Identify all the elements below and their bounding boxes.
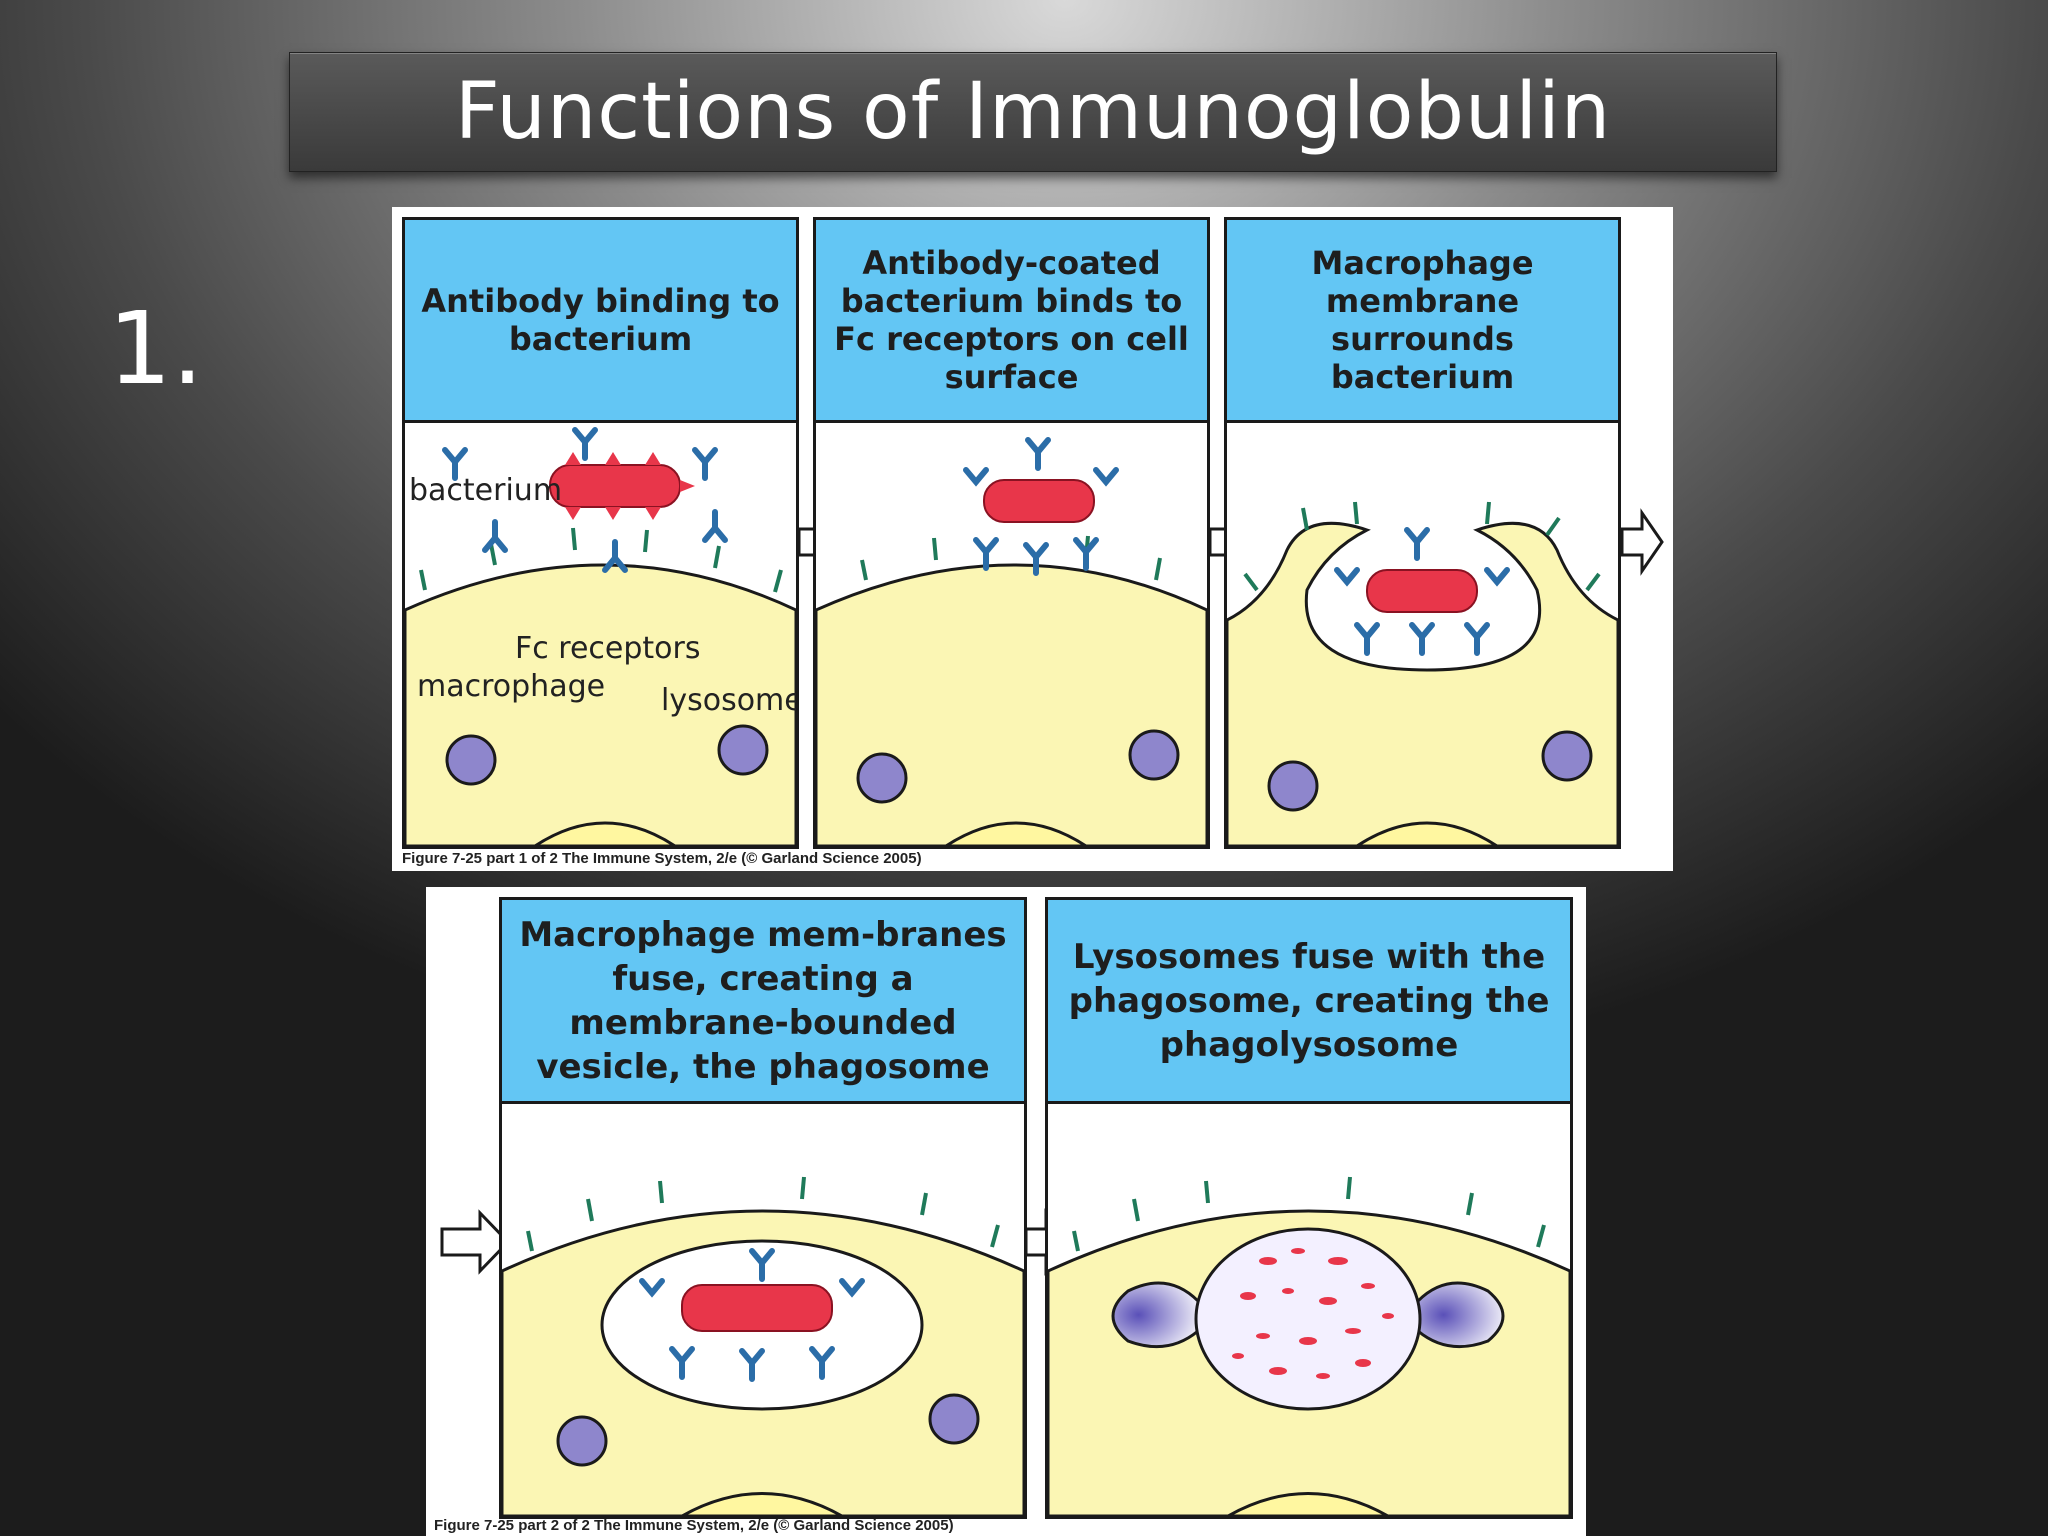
arrow-right-icon xyxy=(1620,508,1664,576)
lysosome-left xyxy=(445,734,497,786)
figure-part-1: Antibody binding to bacterium bacterium … xyxy=(392,207,1673,871)
figure-part-2: Macrophage mem-branes fuse, creating a m… xyxy=(426,887,1586,1536)
panel-1-illustration: bacterium Fc receptors macrophage lysoso… xyxy=(405,427,796,846)
label-macrophage: macrophage xyxy=(417,669,605,704)
slide-number: 1. xyxy=(108,290,204,407)
panel-5-illustration xyxy=(1048,1176,1570,1516)
panel-heading: Macrophage mem-branes fuse, creating a m… xyxy=(502,900,1024,1104)
panel-heading: Antibody-coated bacterium binds to Fc re… xyxy=(816,220,1207,423)
panel-heading: Lysosomes fuse with the phagosome, creat… xyxy=(1048,900,1570,1104)
title-bar: Functions of Immunoglobulin xyxy=(289,52,1777,172)
arrow-right-icon xyxy=(440,1209,511,1275)
panel-heading: Antibody binding to bacterium xyxy=(405,220,796,423)
label-lysosome: lysosome xyxy=(661,683,796,718)
nucleus xyxy=(532,821,678,846)
panel-2-illustration xyxy=(816,437,1207,846)
panel-membrane-surrounds: Macrophage membrane surrounds bacterium xyxy=(1224,217,1621,849)
label-bacterium: bacterium xyxy=(409,473,562,508)
label-fc-receptors: Fc receptors xyxy=(515,631,701,666)
figure-caption: Figure 7-25 part 1 of 2 The Immune Syste… xyxy=(402,850,922,867)
panel-3-illustration xyxy=(1227,501,1618,846)
panel-antibody-binding: Antibody binding to bacterium bacterium … xyxy=(402,217,799,849)
panel-fc-binding: Antibody-coated bacterium binds to Fc re… xyxy=(813,217,1210,849)
panel-4-illustration xyxy=(502,1176,1024,1516)
slide-title: Functions of Immunoglobulin xyxy=(454,67,1612,157)
panel-phagosome: Macrophage mem-branes fuse, creating a m… xyxy=(499,897,1027,1519)
figure-caption: Figure 7-25 part 2 of 2 The Immune Syste… xyxy=(434,1517,954,1534)
panel-phagolysosome: Lysosomes fuse with the phagosome, creat… xyxy=(1045,897,1573,1519)
lysosome-right xyxy=(717,724,769,776)
panel-heading: Macrophage membrane surrounds bacterium xyxy=(1227,220,1618,423)
